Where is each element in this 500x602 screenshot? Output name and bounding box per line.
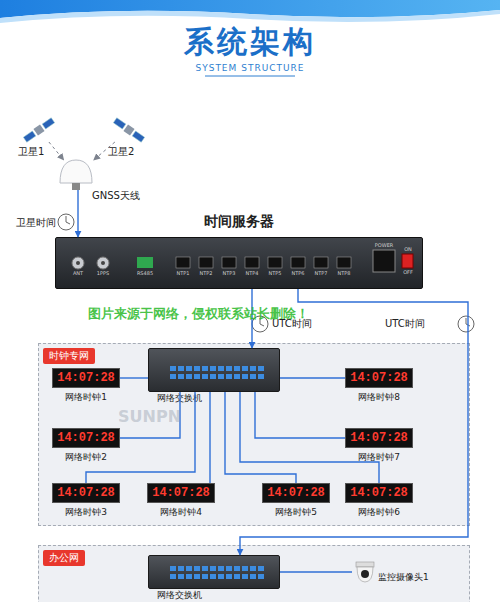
- network-cable: [255, 392, 345, 438]
- time-server: 时间服务器: [55, 237, 423, 289]
- clock-display: 14:07:28: [346, 369, 412, 387]
- network-cable: [77, 190, 78, 237]
- node-label: 网络时钟7: [346, 451, 412, 464]
- node-label: 监控摄像头1: [378, 571, 429, 584]
- network-cable: [209, 392, 210, 483]
- antenna-node: GNSS天线: [58, 160, 94, 190]
- clock-display: 14:07:28: [346, 429, 412, 447]
- network-cable: [240, 289, 468, 555]
- node-label: 卫星2: [108, 145, 134, 159]
- edge-label: UTC时间: [385, 317, 425, 331]
- node-label: 网络时钟2: [53, 451, 119, 464]
- node-label: 网络交换机: [157, 392, 202, 405]
- network-cable: [225, 392, 296, 483]
- clock-display: 14:07:28: [263, 484, 329, 502]
- network-cable: [120, 377, 148, 378]
- network-clock: 14:07:28网络时钟3: [52, 483, 120, 503]
- satellite-icon: [113, 117, 145, 143]
- network-switch: 网络交换机: [148, 555, 280, 589]
- signal-link: [94, 142, 115, 160]
- node-label: 网络时钟8: [346, 391, 412, 404]
- antenna-icon: [60, 160, 92, 190]
- node-label: 网络时钟3: [53, 506, 119, 519]
- watermark: 图片来源于网络，侵权联系站长删除！: [88, 307, 309, 321]
- network-clock: 14:07:28网络时钟5: [262, 483, 330, 503]
- node-label: 网络时钟4: [148, 506, 214, 519]
- network-clock: 14:07:28网络时钟8: [345, 368, 413, 388]
- clock-display: 14:07:28: [346, 484, 412, 502]
- clock-display: 14:07:28: [148, 484, 214, 502]
- node-label: 网络时钟1: [53, 391, 119, 404]
- satellite-node: 卫星1: [22, 118, 56, 142]
- diagram-title: 系统架构: [184, 22, 316, 63]
- network-cable: [280, 571, 352, 572]
- edge-label: UTC时间: [272, 317, 312, 331]
- clock-display: 14:07:28: [53, 429, 119, 447]
- network-cable: [120, 392, 180, 438]
- network-cable: [251, 289, 252, 348]
- network-switch: 网络交换机: [148, 348, 280, 392]
- satellite-node: 卫星2: [112, 118, 146, 142]
- clock-display: 14:07:28: [53, 369, 119, 387]
- edge-label: 卫星时间: [16, 216, 56, 230]
- network-clock: 14:07:28网络时钟7: [345, 428, 413, 448]
- network-clock: 14:07:28网络时钟6: [345, 483, 413, 503]
- zone-tag: 时钟专网: [43, 348, 95, 364]
- network-clock: 14:07:28网络时钟1: [52, 368, 120, 388]
- network-zone: 办公网网络交换机监控摄像头1: [38, 545, 470, 602]
- device-heading: 时间服务器: [56, 213, 422, 231]
- node-label: 卫星1: [18, 145, 44, 159]
- signal-link: [49, 142, 64, 160]
- network-cable: [280, 377, 345, 378]
- network-clock: 14:07:28网络时钟4: [147, 483, 215, 503]
- satellite-icon: [23, 117, 55, 143]
- network-cable: [240, 392, 379, 483]
- header-wave: [0, 0, 500, 76]
- clock-display: 14:07:28: [53, 484, 119, 502]
- node-label: 网络时钟6: [346, 506, 412, 519]
- annotation: SYSTEM STRUCTURE: [195, 64, 304, 74]
- switch-ports: [170, 366, 264, 579]
- network-clock: 14:07:28网络时钟2: [52, 428, 120, 448]
- rack-ports: [72, 250, 413, 272]
- network-cable: [86, 392, 195, 483]
- node-label: 网络交换机: [157, 589, 202, 602]
- node-label: GNSS天线: [92, 189, 140, 203]
- node-label: 网络时钟5: [263, 506, 329, 519]
- camera-icon: [356, 562, 374, 582]
- camera-node: 监控摄像头1: [352, 562, 462, 592]
- zone-tag: 办公网: [43, 550, 85, 566]
- network-zone: 时钟专网网络交换机14:07:28网络时钟114:07:28网络时钟814:07…: [38, 343, 470, 526]
